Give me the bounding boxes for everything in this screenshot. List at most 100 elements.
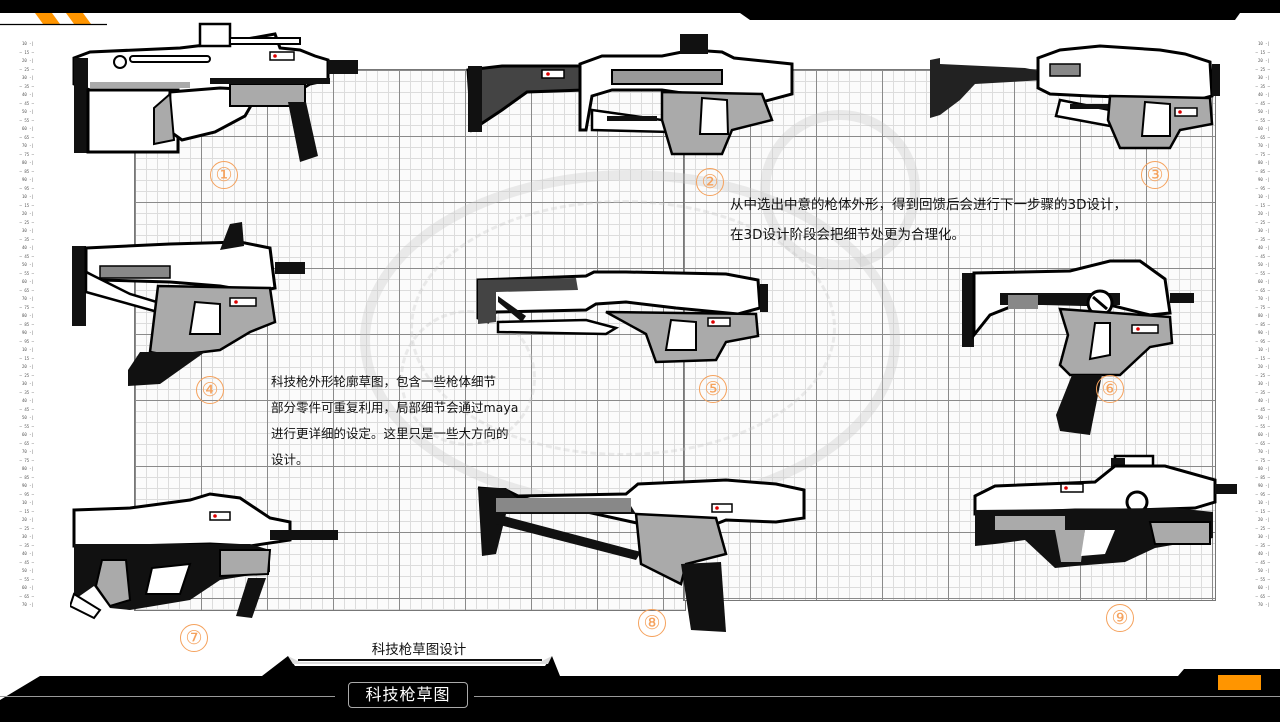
- ruler-tick: 80 -|: [1257, 313, 1270, 318]
- ruler-tick: 30 -|: [21, 75, 34, 80]
- top-frame-decoration: [0, 8, 1240, 26]
- orange-stripe-1: [35, 13, 60, 24]
- ruler-tick: — 35 —: [19, 83, 34, 89]
- hud-circle: [410, 200, 836, 456]
- gun-sketch-7: [70, 492, 338, 620]
- sketch-number-7: ⑦: [180, 624, 208, 652]
- caption-underline: [298, 659, 542, 661]
- left-note-line: 部分零件可重复利用，局部细节会通过maya: [271, 400, 519, 415]
- footer-title: 科技枪草图: [348, 682, 468, 708]
- ruler-tick: — 95 —: [19, 185, 34, 191]
- sketch-number-9: ⑨: [1106, 604, 1134, 632]
- ruler-tick: 40 -|: [21, 398, 34, 403]
- ruler-tick: — 15 —: [19, 508, 34, 514]
- ruler-left: 10 -| — 15 — 20 -| — 25 — 30 -| — 35 — 40 -| — …: [4, 40, 34, 610]
- ruler-tick: — 65 —: [1255, 593, 1270, 599]
- ruler-tick: 50 -|: [21, 262, 34, 267]
- ruler-tick: — 55 —: [1255, 576, 1270, 582]
- ruler-tick: 60 -|: [1257, 585, 1270, 590]
- ruler-tick: 20 -|: [21, 517, 34, 522]
- ruler-tick: 30 -|: [21, 228, 34, 233]
- sketch-number-3: ③: [1141, 161, 1169, 189]
- ruler-tick: — 25 —: [19, 372, 34, 378]
- gun-sketch-3: [930, 44, 1220, 150]
- ruler-tick: 50 -|: [1257, 568, 1270, 573]
- ruler-tick: 60 -|: [1257, 279, 1270, 284]
- ruler-tick: — 15 —: [1255, 49, 1270, 55]
- ruler-tick: — 95 —: [19, 491, 34, 497]
- ruler-tick: — 45 —: [1255, 100, 1270, 106]
- gun-sketch-6: [962, 259, 1194, 435]
- top-frame-bar: [0, 0, 1280, 13]
- ruler-tick: 10 -|: [21, 194, 34, 199]
- ruler-tick: 40 -|: [1257, 398, 1270, 403]
- ruler-tick: — 35 —: [1255, 236, 1270, 242]
- ruler-tick: — 85 —: [1255, 474, 1270, 480]
- ruler-tick: 40 -|: [21, 245, 34, 250]
- ruler-tick: 50 -|: [1257, 109, 1270, 114]
- left-note-line: 科技枪外形轮廓草图，包含一些枪体细节: [271, 374, 497, 389]
- ruler-tick: — 25 —: [19, 219, 34, 225]
- right-note-line: 从中选出中意的枪体外形，得到回馈后会进行下一步骤的3D设计，: [730, 197, 1127, 213]
- ruler-tick: 70 -|: [21, 602, 34, 607]
- ruler-tick: — 65 —: [19, 134, 34, 140]
- ruler-tick: — 35 —: [19, 542, 34, 548]
- ruler-tick: — 25 —: [1255, 525, 1270, 531]
- ruler-tick: — 65 —: [19, 440, 34, 446]
- ruler-tick: 30 -|: [1257, 228, 1270, 233]
- ruler-tick: 50 -|: [1257, 262, 1270, 267]
- ruler-tick: — 45 —: [19, 406, 34, 412]
- ruler-tick: 50 -|: [21, 415, 34, 420]
- ruler-tick: 70 -|: [1257, 296, 1270, 301]
- ruler-tick: 80 -|: [21, 160, 34, 165]
- ruler-tick: — 65 —: [19, 593, 34, 599]
- ruler-tick: — 35 —: [1255, 542, 1270, 548]
- ruler-tick: — 15 —: [1255, 202, 1270, 208]
- ruler-tick: 70 -|: [21, 449, 34, 454]
- ruler-tick: 20 -|: [1257, 58, 1270, 63]
- ruler-tick: — 65 —: [1255, 440, 1270, 446]
- sketch-number-8: ⑧: [638, 609, 666, 637]
- ruler-tick: — 75 —: [19, 457, 34, 463]
- ruler-tick: 40 -|: [21, 92, 34, 97]
- caption-text: 科技枪草图设计: [371, 642, 467, 658]
- ruler-tick: 70 -|: [1257, 143, 1270, 148]
- ruler-tick: 90 -|: [1257, 483, 1270, 488]
- ruler-tick: 10 -|: [1257, 194, 1270, 199]
- ruler-tick: 60 -|: [21, 279, 34, 284]
- ruler-tick: 20 -|: [21, 58, 34, 63]
- ruler-tick: 10 -|: [1257, 500, 1270, 505]
- ruler-tick: 20 -|: [1257, 211, 1270, 216]
- ruler-tick: — 35 —: [19, 389, 34, 395]
- sketch-number-4: ④: [196, 376, 224, 404]
- ruler-tick: — 95 —: [1255, 185, 1270, 191]
- ruler-tick: — 85 —: [19, 474, 34, 480]
- ruler-tick: — 45 —: [1255, 559, 1270, 565]
- ruler-tick: 20 -|: [1257, 517, 1270, 522]
- sketch-number-2: ②: [696, 168, 724, 196]
- ruler-tick: 20 -|: [1257, 364, 1270, 369]
- ruler-right: 10 -| — 15 — 20 -| — 25 — 30 -| — 35 — 40 -| — …: [1240, 40, 1270, 610]
- ruler-tick: — 95 —: [1255, 338, 1270, 344]
- ruler-tick: 60 -|: [21, 432, 34, 437]
- orange-accent-block: [1218, 675, 1261, 690]
- ruler-tick: 10 -|: [1257, 347, 1270, 352]
- ruler-tick: 10 -|: [1257, 41, 1270, 46]
- footer-divider-left: [0, 696, 335, 697]
- ruler-tick: 90 -|: [1257, 330, 1270, 335]
- ruler-tick: — 15 —: [19, 49, 34, 55]
- ruler-tick: — 55 —: [19, 117, 34, 123]
- ruler-tick: — 95 —: [19, 338, 34, 344]
- ruler-tick: — 85 —: [1255, 321, 1270, 327]
- ruler-tick: — 55 —: [19, 423, 34, 429]
- ruler-tick: — 95 —: [1255, 491, 1270, 497]
- ruler-tick: 60 -|: [21, 585, 34, 590]
- ruler-tick: 80 -|: [1257, 466, 1270, 471]
- ruler-tick: — 45 —: [1255, 253, 1270, 259]
- ruler-tick: 90 -|: [21, 483, 34, 488]
- ruler-tick: 20 -|: [21, 364, 34, 369]
- ruler-tick: — 25 —: [1255, 372, 1270, 378]
- ruler-tick: 80 -|: [1257, 160, 1270, 165]
- ruler-tick: 40 -|: [1257, 245, 1270, 250]
- ruler-tick: 20 -|: [21, 211, 34, 216]
